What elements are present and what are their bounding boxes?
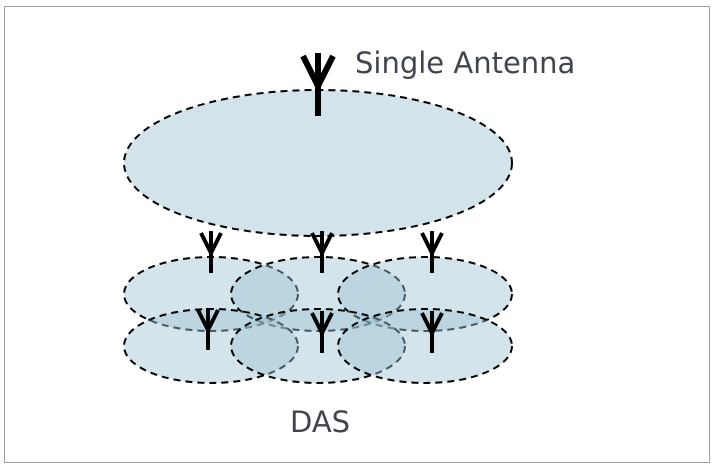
- das-cell-coverage: [230, 256, 406, 332]
- das-cell-coverage: [337, 256, 513, 332]
- das-cell-coverage: [123, 308, 299, 384]
- diagram-frame: [4, 6, 710, 463]
- das-cell-coverage: [337, 308, 513, 384]
- das-label: DAS: [290, 405, 351, 439]
- das-cells: [123, 256, 513, 384]
- das-cell-coverage: [230, 308, 406, 384]
- single-antenna-label: Single Antenna: [355, 46, 576, 80]
